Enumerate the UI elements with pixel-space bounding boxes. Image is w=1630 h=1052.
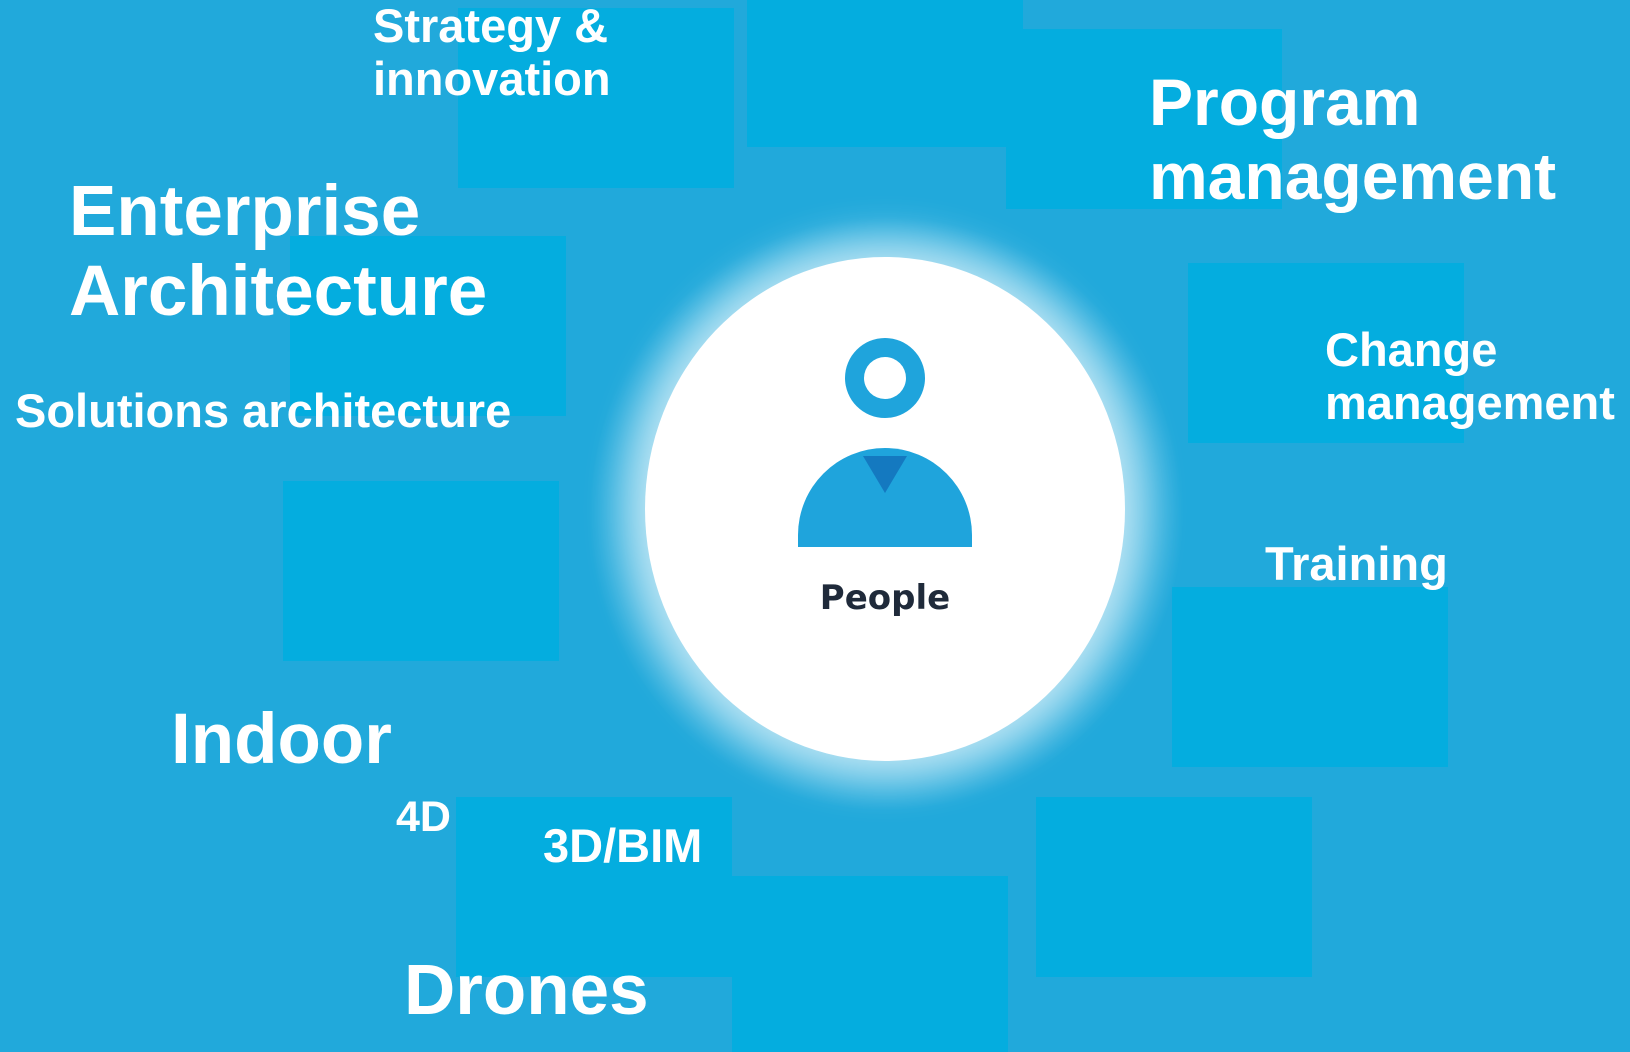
person-collar-icon — [863, 456, 907, 493]
label-strategy-innovation: Strategy & innovation — [373, 0, 611, 105]
tile — [747, 0, 1023, 147]
tile — [283, 481, 559, 661]
tile — [1006, 29, 1282, 209]
tile — [1188, 263, 1464, 443]
label-3d-bim: 3D/BIM — [543, 819, 703, 872]
tile — [1172, 587, 1448, 767]
person-body-icon — [798, 448, 972, 547]
label-solutions-architecture: Solutions architecture — [15, 384, 512, 437]
label-enterprise-architecture: Enterprise Architecture — [69, 172, 488, 331]
tile — [290, 236, 566, 416]
tile — [732, 876, 1008, 1052]
person-head-hole — [864, 357, 906, 399]
tile — [458, 8, 734, 188]
label-change-management: Change management — [1325, 323, 1615, 429]
label-indoor: Indoor — [171, 700, 392, 779]
tile — [1036, 797, 1312, 977]
label-4d: 4D — [396, 793, 451, 841]
tile — [456, 797, 732, 977]
label-drones: Drones — [404, 951, 649, 1030]
person-icon — [798, 338, 972, 547]
label-program-management: Program management — [1149, 65, 1557, 213]
label-training: Training — [1265, 537, 1448, 590]
hub-label: People — [819, 578, 951, 618]
